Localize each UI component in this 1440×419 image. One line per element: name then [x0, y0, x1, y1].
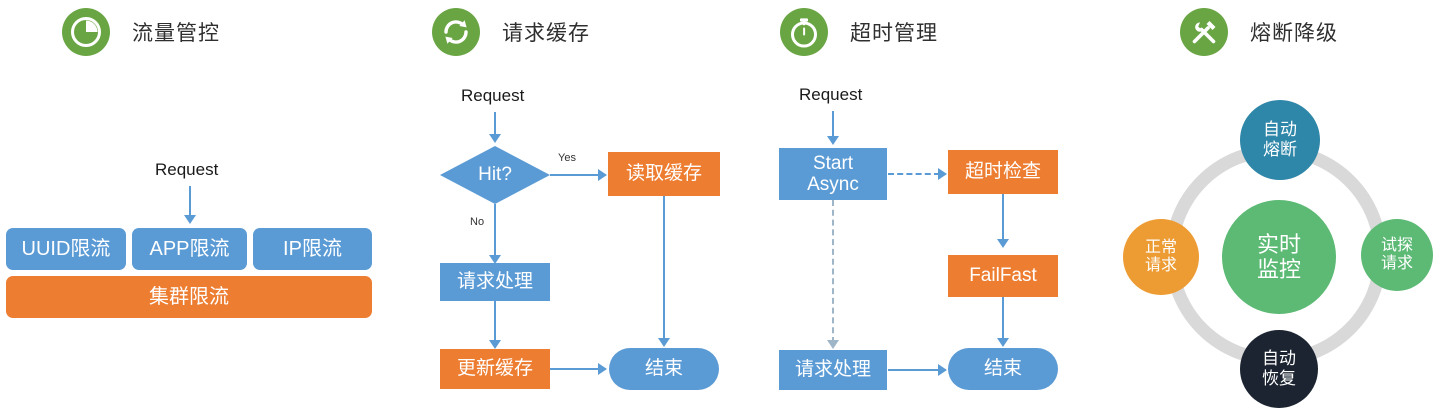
circle-auto-break[interactable]: 自动 熔断: [1240, 100, 1320, 180]
connector-process-to-end-timeout: [888, 369, 940, 371]
connector-request-to-start: [832, 111, 834, 139]
panel-title-traffic-control: 流量管控: [132, 22, 220, 45]
connector-process-to-update: [494, 301, 496, 343]
circle-normal-request[interactable]: 正常 请求: [1123, 219, 1199, 295]
hammer-wrench-icon: [1180, 8, 1228, 56]
cluster-rate-limit-box[interactable]: 集群限流: [6, 276, 372, 318]
panel-title-timeout: 超时管理: [850, 22, 938, 45]
rate-limit-box-uuid[interactable]: UUID限流: [6, 228, 126, 270]
connector-start-to-process: [832, 200, 834, 343]
arrowhead-update-to-end: [598, 363, 607, 375]
node-start-async[interactable]: Start Async: [779, 148, 887, 200]
panel-header-timeout: 超时管理: [780, 8, 938, 56]
connector-start-to-timeout-check: [888, 173, 940, 175]
arrowhead-readcache-to-end: [658, 338, 670, 347]
connector-request-to-limits: [189, 186, 191, 218]
connector-update-to-end: [550, 368, 600, 370]
branch-label-yes: Yes: [558, 152, 576, 164]
request-label-traffic: Request: [155, 160, 219, 179]
panel-title-request-cache: 请求缓存: [502, 22, 590, 45]
arrowhead-failfast-to-end: [997, 338, 1009, 347]
rate-limit-box-ip[interactable]: IP限流: [253, 228, 372, 270]
arrowhead-process-to-end-timeout: [938, 364, 947, 376]
node-process-request-timeout[interactable]: 请求处理: [779, 350, 887, 390]
refresh-sync-icon: [432, 8, 480, 56]
connector-request-to-hit: [494, 112, 496, 137]
arrowhead-hit-yes: [598, 169, 607, 181]
node-update-cache[interactable]: 更新缓存: [440, 349, 550, 389]
panel-header-traffic-control: 流量管控: [62, 8, 220, 56]
connector-hit-no: [494, 204, 496, 258]
branch-label-no: No: [470, 216, 485, 228]
arrowhead-hit-no: [489, 255, 501, 264]
connector-failfast-to-end: [1002, 297, 1004, 341]
decision-hit[interactable]: Hit?: [440, 146, 550, 204]
connector-check-to-failfast: [1002, 194, 1004, 242]
connector-hit-yes: [550, 174, 600, 176]
node-end-timeout[interactable]: 结束: [948, 348, 1058, 390]
rate-limit-box-app[interactable]: APP限流: [132, 228, 247, 270]
node-process-request-cache[interactable]: 请求处理: [440, 263, 550, 301]
arrowhead-request-to-hit: [489, 134, 501, 143]
panel-header-circuit-breaker: 熔断降级: [1180, 8, 1338, 56]
node-fail-fast[interactable]: FailFast: [948, 255, 1058, 297]
request-label-cache: Request: [461, 86, 525, 105]
arrowhead-request-to-limits: [184, 215, 196, 224]
arrowhead-start-to-process: [827, 340, 839, 349]
arrowhead-start-to-timeout-check: [938, 168, 947, 180]
circle-auto-recover[interactable]: 自动 恢复: [1240, 330, 1318, 408]
connector-readcache-to-end: [663, 196, 665, 341]
arrowhead-process-to-update: [489, 340, 501, 349]
clock-pie-icon: [62, 8, 110, 56]
request-label-timeout: Request: [799, 85, 863, 104]
arrowhead-check-to-failfast: [997, 239, 1009, 248]
circle-realtime-monitor[interactable]: 实时 监控: [1222, 200, 1336, 314]
node-end-cache[interactable]: 结束: [609, 348, 719, 390]
arrowhead-request-to-start: [827, 136, 839, 145]
circle-probe-request[interactable]: 试探 请求: [1361, 219, 1433, 291]
node-timeout-check[interactable]: 超时检查: [948, 150, 1058, 194]
panel-header-request-cache: 请求缓存: [432, 8, 590, 56]
stopwatch-icon: [780, 8, 828, 56]
panel-title-circuit-breaker: 熔断降级: [1250, 22, 1338, 45]
node-read-cache[interactable]: 读取缓存: [608, 152, 720, 196]
